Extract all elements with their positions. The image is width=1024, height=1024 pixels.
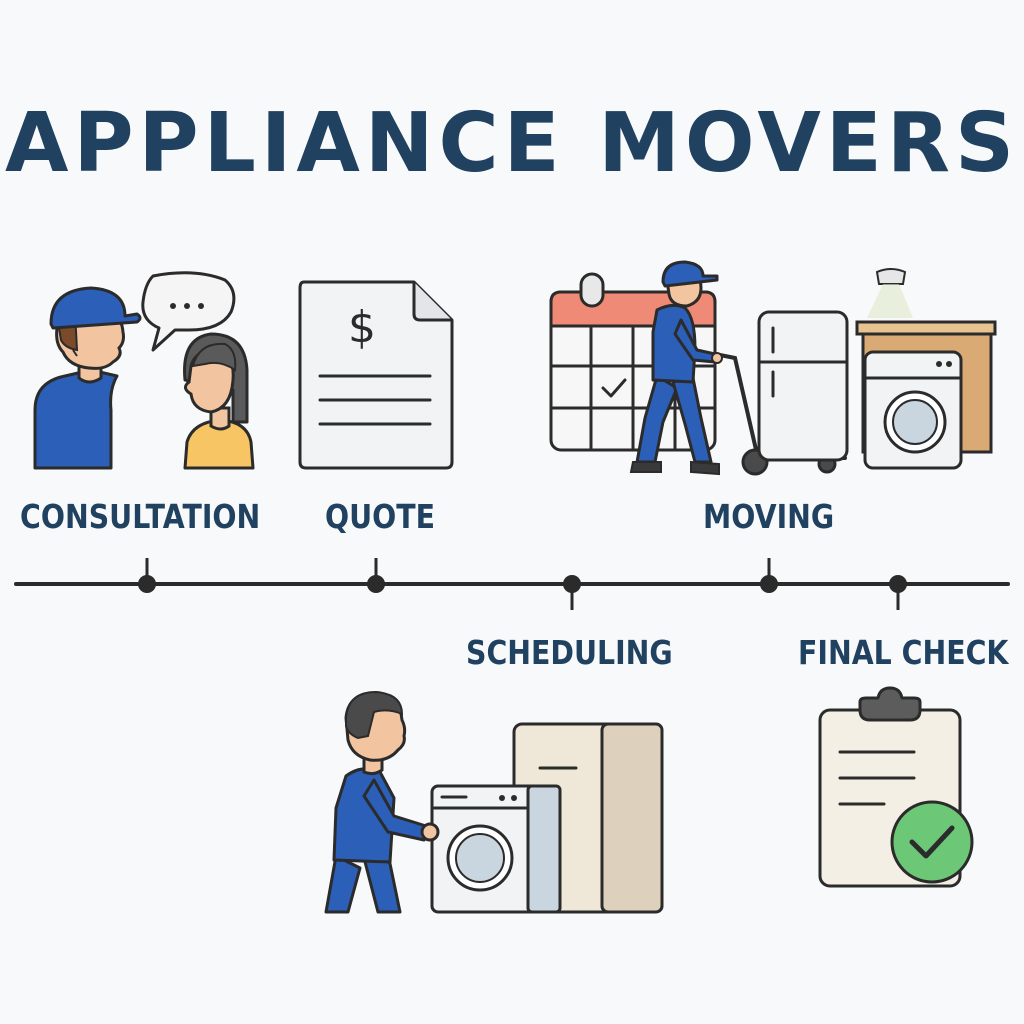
scheduling-illustration bbox=[324, 690, 664, 914]
step-label-final-check: FINAL CHECK bbox=[798, 633, 1009, 672]
speech-bubble-icon bbox=[141, 271, 236, 352]
step-label-scheduling: SCHEDULING bbox=[466, 633, 673, 672]
refrigerator-icon bbox=[757, 310, 849, 462]
checkmark-icon bbox=[890, 800, 974, 884]
quote-illustration: $ bbox=[298, 280, 454, 470]
mover-pushing-appliances-icon bbox=[324, 690, 440, 914]
mover-icon bbox=[33, 286, 142, 470]
timeline bbox=[14, 558, 1010, 610]
timeline-node-moving bbox=[760, 558, 778, 593]
page-title: APPLIANCE MOVERS bbox=[4, 96, 1020, 191]
customer-icon bbox=[183, 332, 255, 470]
timeline-node-consultation bbox=[138, 558, 156, 593]
dollar-document-icon: $ bbox=[298, 280, 454, 470]
washing-machine-icon bbox=[855, 268, 997, 470]
step-label-moving: MOVING bbox=[703, 497, 835, 536]
consultation-illustration bbox=[33, 271, 255, 470]
step-label-quote: QUOTE bbox=[325, 497, 436, 536]
washing-machine-icon bbox=[430, 784, 562, 914]
timeline-node-scheduling bbox=[563, 575, 581, 610]
timeline-node-quote bbox=[367, 558, 385, 593]
step-label-consultation: CONSULTATION bbox=[20, 497, 261, 536]
moving-illustration bbox=[549, 260, 997, 476]
final-check-illustration bbox=[818, 686, 974, 888]
svg-text:$: $ bbox=[348, 302, 376, 353]
timeline-node-final-check bbox=[889, 575, 907, 610]
